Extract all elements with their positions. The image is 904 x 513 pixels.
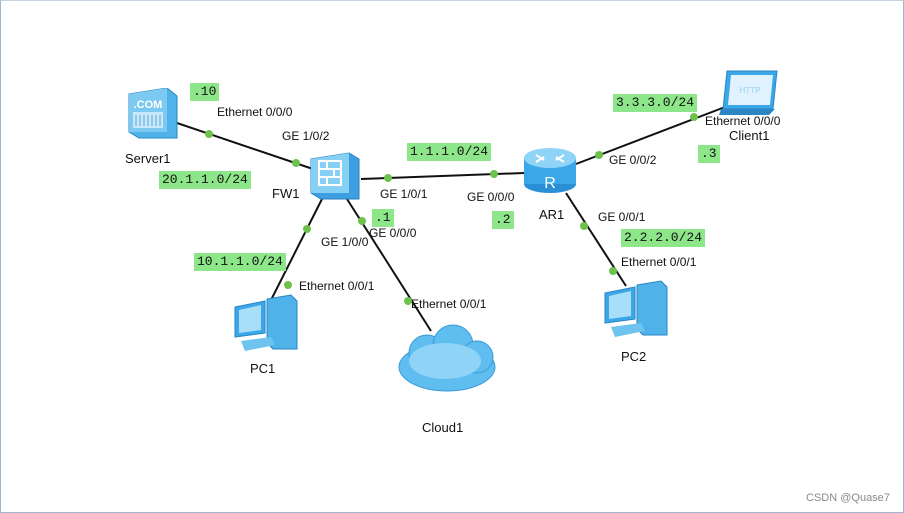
watermark: CSDN @Quase7 [806,492,890,504]
network-tag-20: 20.1.1.0/24 [159,171,251,189]
port-label-server1-eth: Ethernet 0/0/0 [217,105,293,119]
port-label-fw1-ge101: GE 1/0/1 [380,187,428,201]
port-dot [609,267,617,275]
port-dot [404,297,412,305]
device-name-pc2: PC2 [621,349,647,364]
port-dot [284,281,292,289]
port-label-ar1-ge002: GE 0/0/2 [609,153,657,167]
port-label-cloud1-eth: Ethernet 0/0/1 [411,297,487,311]
port-dot [595,151,603,159]
device-name-client1: Client1 [729,128,770,143]
port-label-ar1-ge001: GE 0/0/1 [598,210,646,224]
device-name-cloud1: Cloud1 [422,420,464,435]
port-dot [490,170,498,178]
port-dot [580,222,588,230]
port-dot [384,174,392,182]
link-fw1-pc1[interactable] [267,196,324,307]
pc-icon[interactable] [601,279,671,341]
port-label-pc2-eth: Ethernet 0/0/1 [621,255,697,269]
port-dot [690,113,698,121]
server-icon-text: .COM [134,99,163,111]
client-icon-text: HTTP [740,86,761,95]
port-dot [292,159,300,167]
port-dot [358,217,366,225]
ip-tag-fw1: .1 [372,209,394,227]
pc-icon[interactable] [231,293,301,355]
port-label-pc1-eth: Ethernet 0/0/1 [299,279,375,293]
firewall-icon[interactable] [309,151,361,201]
port-label-fw1-ge000: GE 0/0/0 [369,226,417,240]
port-label-client1-eth: Ethernet 0/0/0 [705,114,781,128]
port-dot [205,130,213,138]
cloud-icon[interactable] [395,323,501,395]
port-dot [303,225,311,233]
device-name-fw1: FW1 [272,186,300,201]
port-label-ar1-ge000: GE 0/0/0 [467,190,515,204]
network-tag-1: 1.1.1.0/24 [407,143,492,161]
router-icon-text: R [544,175,556,192]
device-name-ar1: AR1 [539,207,565,222]
link-ar1-pc2[interactable] [565,192,627,287]
network-tag-10: 10.1.1.0/24 [194,253,286,271]
port-label-fw1-ge102: GE 1/0/2 [282,129,330,143]
port-label-fw1-ge100: GE 1/0/0 [321,235,369,249]
router-icon[interactable]: R [522,144,578,194]
client-icon[interactable]: HTTP [719,69,781,117]
device-name-pc1: PC1 [250,361,276,376]
ip-tag-ar1: .2 [492,211,514,229]
device-name-server1: Server1 [125,151,171,166]
ip-tag-client1: .3 [698,145,720,163]
network-tag-3: 3.3.3.0/24 [613,94,698,112]
network-tag-2: 2.2.2.0/24 [621,229,706,247]
ip-tag-server1: .10 [190,83,220,101]
server-icon[interactable]: .COM [125,87,179,140]
link-server1-fw1[interactable] [176,122,314,170]
